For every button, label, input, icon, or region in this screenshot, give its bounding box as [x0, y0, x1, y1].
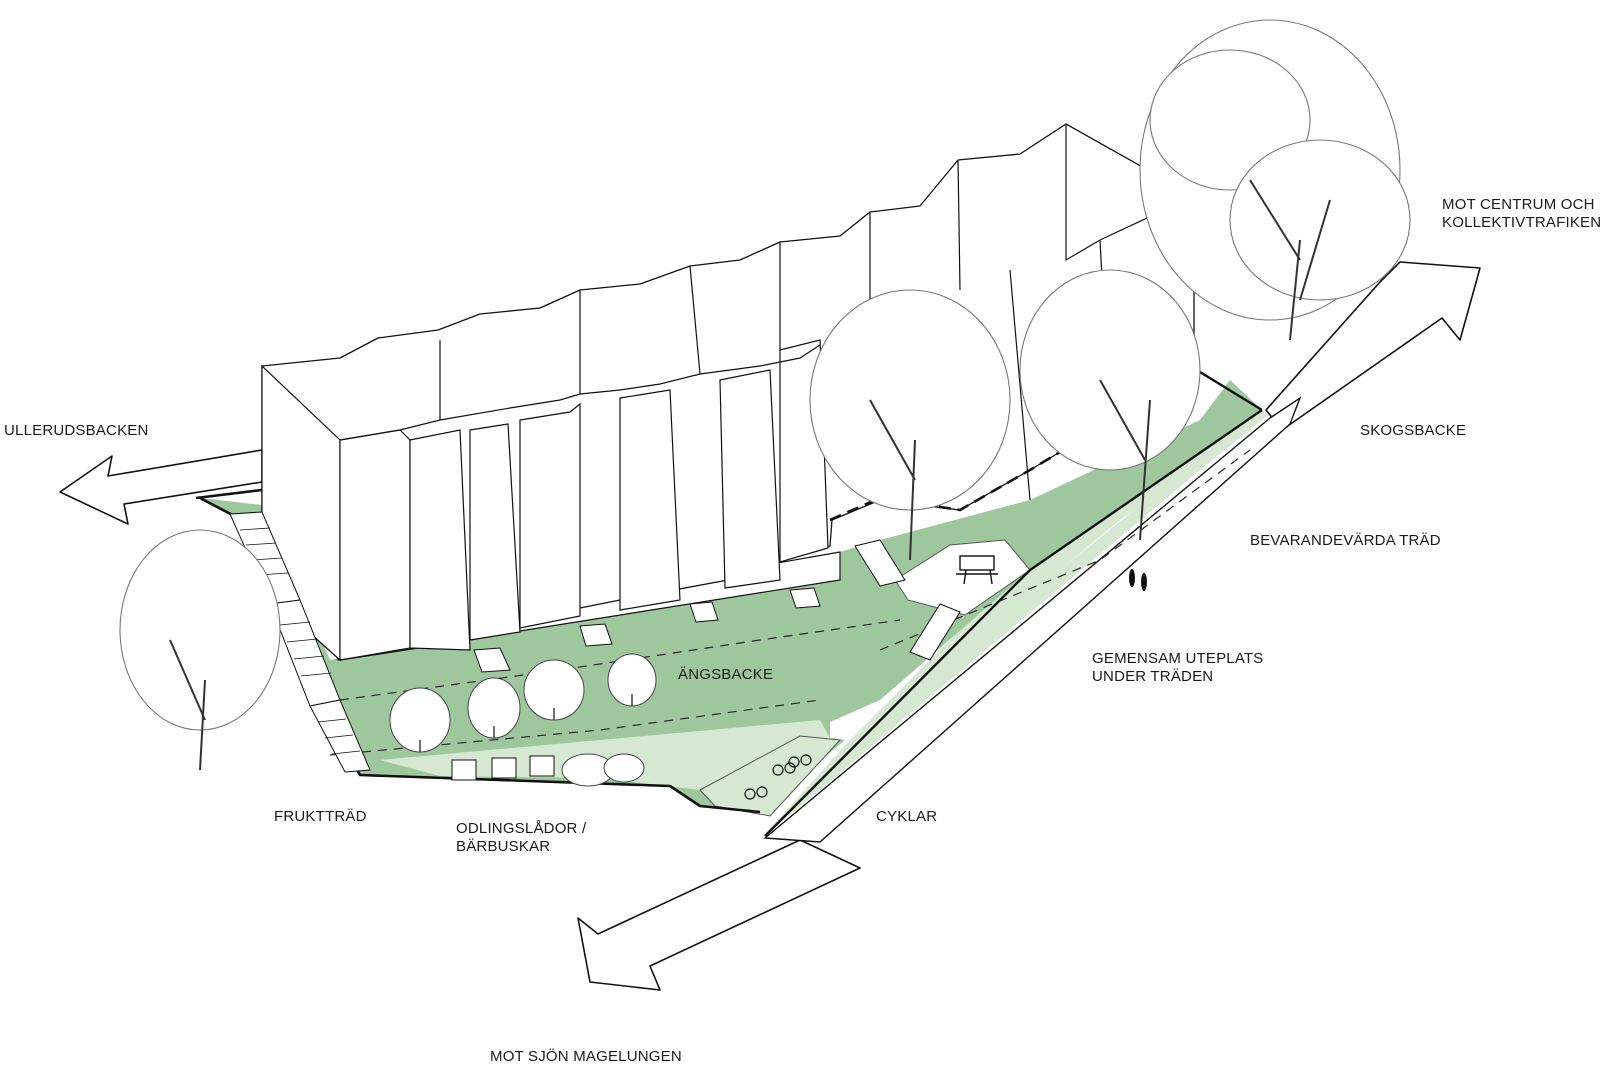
- label-mot-sjon: MOT SJÖN MAGELUNGEN: [490, 1048, 682, 1065]
- berry-bushes: [561, 753, 645, 787]
- label-mot-centrum-line1: MOT CENTRUM OCH: [1442, 196, 1595, 213]
- label-angsbacke: ÄNGSBACKE: [678, 666, 774, 683]
- tree-trunks: [169, 179, 1331, 771]
- trees: [119, 19, 1411, 731]
- bike-platform: [699, 735, 842, 817]
- street-strip: [763, 396, 1302, 843]
- label-odlingslador-line1: ODLINGSLÅDOR /: [456, 820, 587, 837]
- arrow-mot-centrum: [1265, 261, 1481, 431]
- label-gemensam-uteplats-line2: UNDER TRÄDEN: [1092, 668, 1214, 685]
- fruit-trees: [389, 653, 657, 753]
- label-cyklar: CYKLAR: [876, 808, 938, 825]
- fruit-tree-trunks: [419, 694, 633, 752]
- arrow-ullerudsbacken: [59, 449, 263, 525]
- dashed-paths: [299, 449, 1251, 761]
- label-bevarandevarda-trad: BEVARANDEVÄRDA TRÄD: [1250, 532, 1441, 549]
- planters: [451, 755, 555, 781]
- label-ullerudsbacken: ULLERUDSBACKEN: [4, 422, 149, 439]
- label-skogsbacke: SKOGSBACKE: [1360, 422, 1467, 439]
- label-fruktrad: FRUKTTRÄD: [274, 808, 367, 825]
- arrow-mot-sjon: [577, 839, 861, 991]
- label-gemensam-uteplats-line1: GEMENSAM UTEPLATS: [1092, 650, 1264, 667]
- lawn-steps: [473, 539, 961, 673]
- people: [1129, 569, 1147, 591]
- label-mot-centrum-line2: KOLLEKTIVTRAFIKEN: [1442, 214, 1600, 231]
- bikes: [744, 754, 812, 800]
- picnic-table: [956, 555, 998, 585]
- site-outline-right: [764, 370, 1263, 837]
- label-odlingslador-line2: BÄRBUSKAR: [456, 838, 551, 855]
